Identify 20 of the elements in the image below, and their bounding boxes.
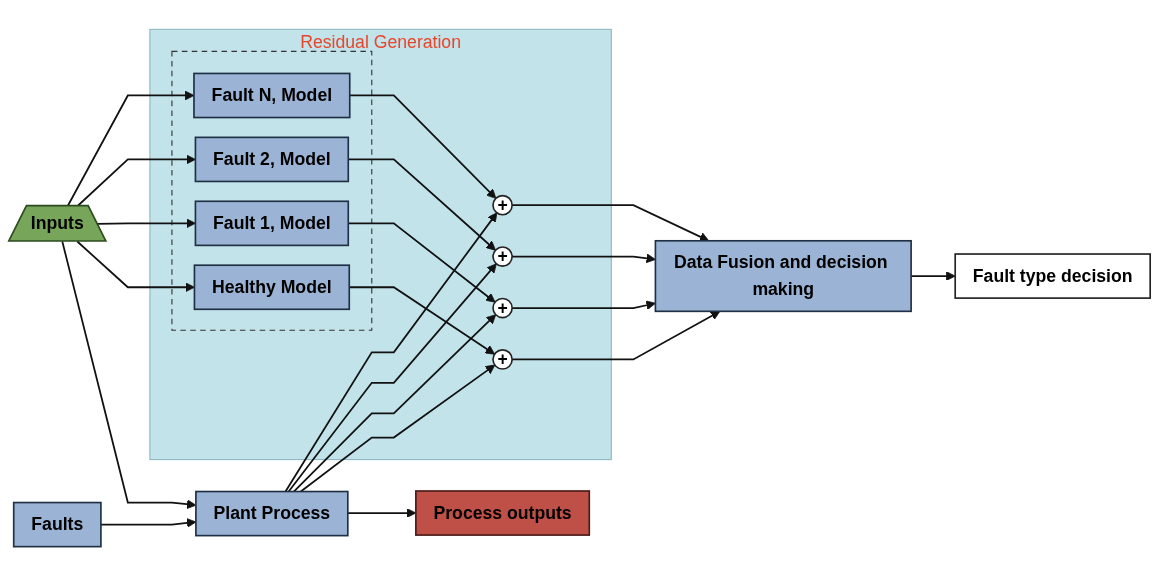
node-box: Fault 1, Model [194, 200, 350, 247]
arrow [96, 218, 196, 229]
node-box: Data Fusion and decision making [654, 239, 912, 313]
node-box: Fault type decision [954, 253, 1151, 299]
arrow [76, 240, 195, 293]
node-box: Healthy Model [193, 264, 351, 311]
node-box: Fault 2, Model [194, 136, 350, 183]
node-circle: + [492, 297, 513, 319]
arrow [292, 314, 497, 493]
node-circle: + [492, 246, 513, 267]
node-box: Plant Process [195, 490, 349, 537]
node-circle: + [492, 194, 513, 216]
node-circle: + [492, 349, 513, 370]
cluster [171, 50, 373, 331]
arrow [299, 364, 496, 493]
node-box: Fault N, Model [193, 72, 351, 119]
arrow [284, 212, 498, 493]
node-box: Process outputs [415, 490, 591, 536]
arrow [287, 263, 497, 493]
node-box: Faults [12, 501, 102, 548]
